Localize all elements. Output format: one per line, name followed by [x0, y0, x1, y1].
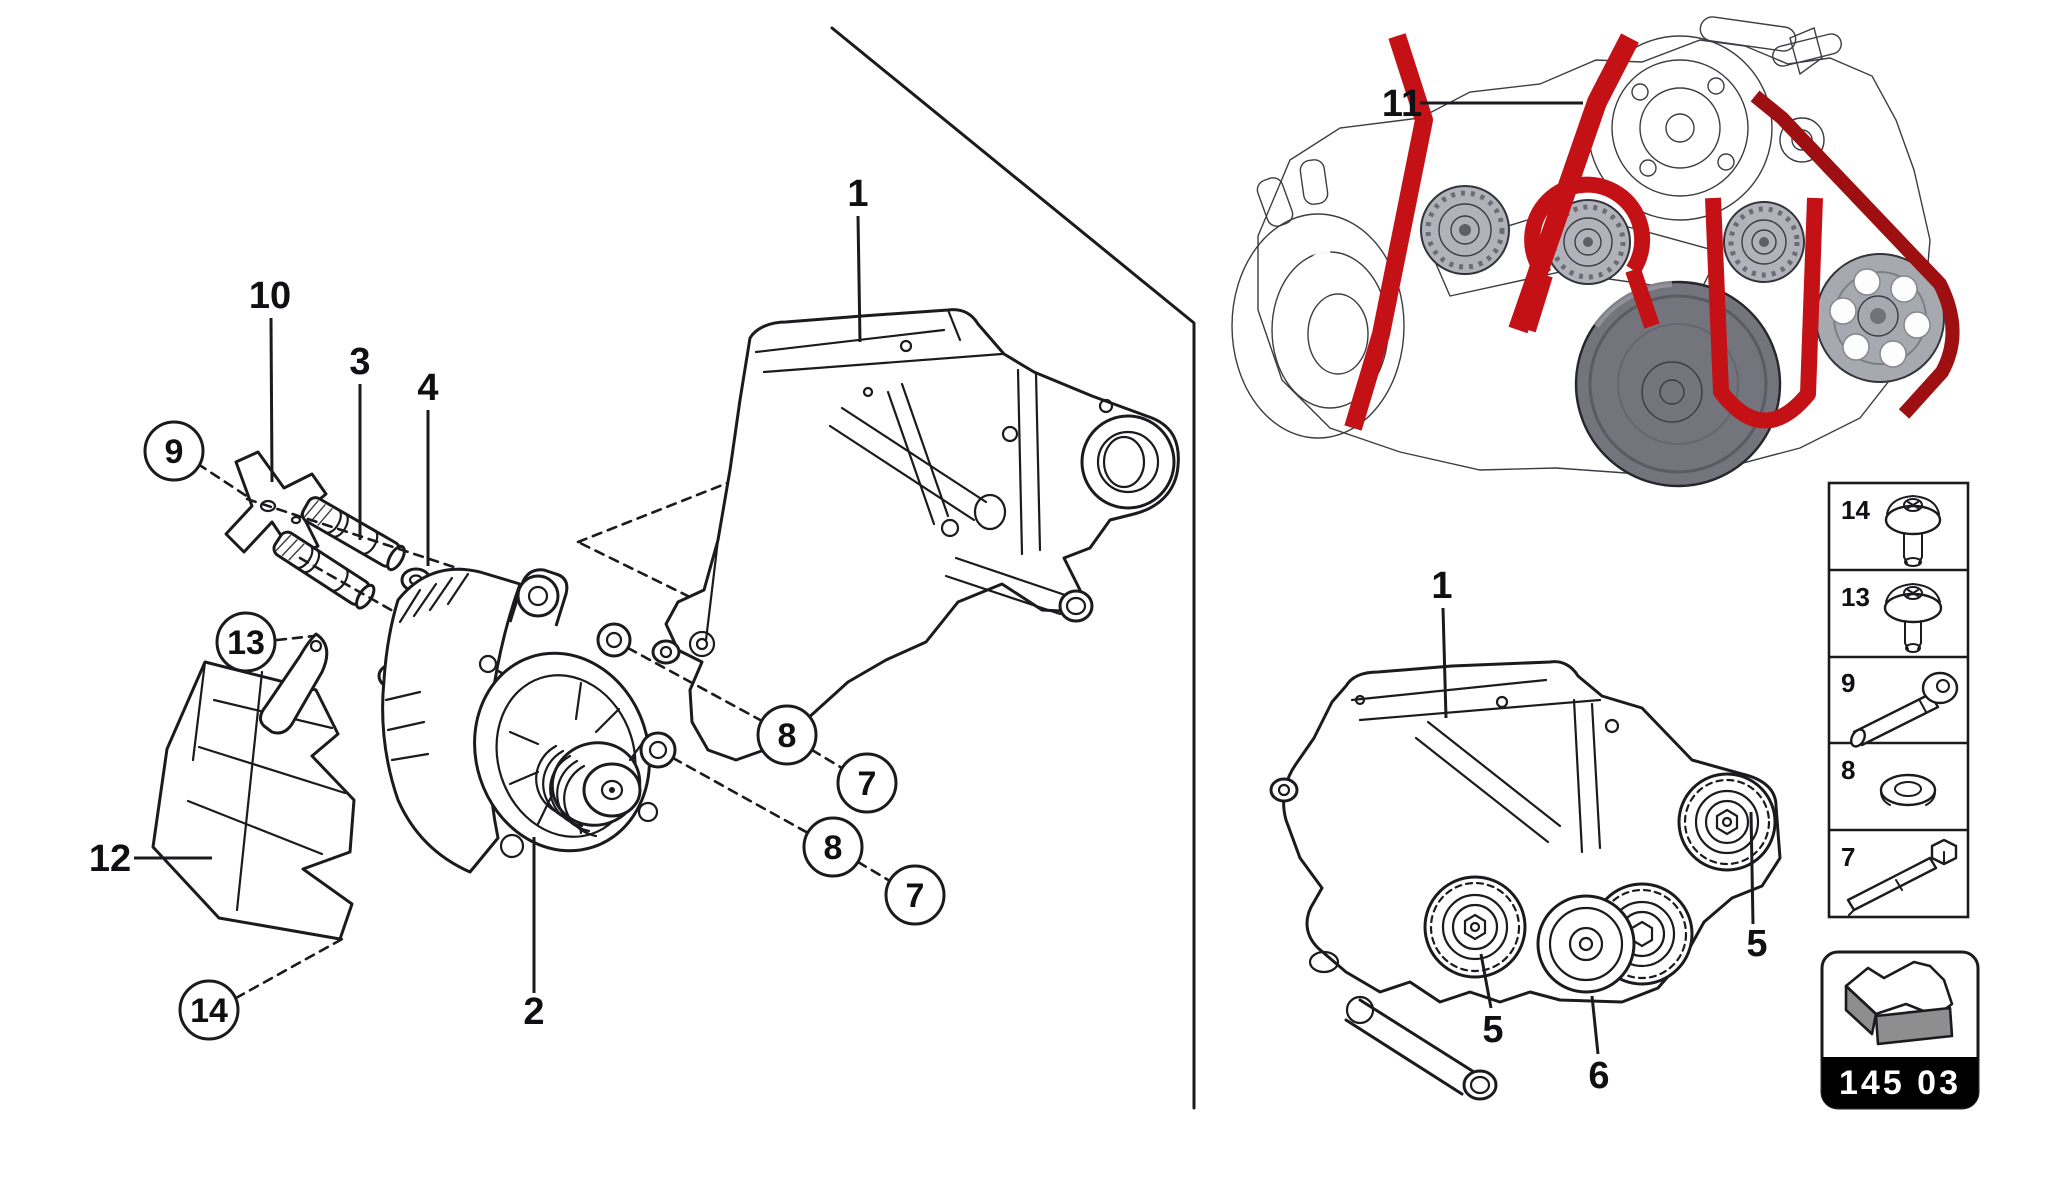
hex-bolt-icon [1846, 838, 1958, 916]
section-badge-band [1822, 1057, 1978, 1108]
callout-13-label[interactable]: 13 [227, 624, 265, 662]
legend-row-7-number[interactable]: 7 [1841, 842, 1855, 872]
callout-12-label[interactable]: 12 [89, 838, 131, 880]
legend-row-8-number[interactable]: 8 [1841, 755, 1855, 785]
callout-1-label[interactable]: 1 [847, 173, 868, 215]
callout-1-installed-label[interactable]: 1 [1431, 565, 1452, 607]
callout-2-label[interactable]: 2 [523, 991, 544, 1033]
tensioner-pulley-upper-drawing [1677, 772, 1777, 872]
heat-shield-drawing [151, 660, 356, 941]
callout-3-label[interactable]: 3 [349, 341, 370, 383]
retainer-cross-piece-drawing [224, 450, 328, 560]
bolt-axis-dashed-lines [626, 646, 892, 883]
callout-5-bottom-label[interactable]: 5 [1482, 1009, 1503, 1051]
callout-5-right-label[interactable]: 5 [1746, 923, 1767, 965]
idler-pulley [1420, 185, 1510, 275]
callout-9-label[interactable]: 9 [165, 433, 184, 471]
legend-row-14-number[interactable]: 14 [1841, 495, 1870, 525]
stud-bolt-drawing [272, 496, 406, 610]
callout-14[interactable]: 14 [178, 936, 346, 1041]
callout-14-label[interactable]: 14 [190, 992, 228, 1030]
view-separator-line [830, 26, 1196, 1110]
callout-2[interactable]: 2 [523, 837, 545, 1033]
callout-8-upper[interactable]: 8 [756, 704, 818, 766]
pump-pulley [1587, 35, 1773, 221]
section-direction-arrow-icon [1844, 960, 1954, 1046]
callout-1-installed[interactable]: 1 [1431, 565, 1453, 719]
top-hoses [1699, 16, 1842, 76]
callout-4-label[interactable]: 4 [417, 367, 438, 409]
section-badge-code[interactable]: 145 03 [1839, 1064, 1961, 1102]
small-roller [1779, 117, 1825, 163]
callout-6[interactable]: 6 [1588, 995, 1610, 1097]
callout-7-upper-label[interactable]: 7 [858, 765, 877, 803]
fastener-legend-table: 14 13 9 [1827, 481, 1970, 919]
support-bracket-drawing [651, 308, 1180, 762]
tensioner-pulley-center [1545, 199, 1631, 285]
callout-3[interactable]: 3 [349, 341, 371, 540]
callout-10-label[interactable]: 10 [249, 275, 291, 317]
socket-head-bolt-icon [1850, 671, 1959, 748]
callout-9[interactable]: 9 [143, 420, 250, 499]
flange-screw-icon [1884, 494, 1942, 567]
drive-belt [1344, 33, 1960, 431]
crankshaft-pulley [1574, 280, 1782, 488]
callout-13[interactable]: 13 [215, 611, 316, 673]
section-badge[interactable]: 145 03 [1820, 950, 1980, 1110]
exploded-view-drawing: 10 3 4 1 12 2 9 13 [89, 173, 1180, 1041]
callout-6-label[interactable]: 6 [1588, 1055, 1609, 1097]
retaining-strap-drawing [259, 632, 329, 735]
callout-4[interactable]: 4 [417, 367, 439, 566]
legend-row-7[interactable]: 7 [1841, 838, 1958, 916]
legend-row-9[interactable]: 9 [1841, 668, 1959, 749]
callout-8-lower[interactable]: 8 [802, 816, 864, 878]
legend-row-9-number[interactable]: 9 [1841, 668, 1855, 698]
tensioner-pulley-lower-drawing [1423, 875, 1527, 979]
callout-11-label[interactable]: 11 [1382, 83, 1422, 125]
deflection-roller-drawing [1536, 894, 1636, 994]
callout-8-upper-label[interactable]: 8 [778, 717, 797, 755]
legend-row-14[interactable]: 14 [1841, 494, 1942, 567]
installed-view-drawing: 1 5 5 6 [1269, 565, 1782, 1101]
callout-5-bottom[interactable]: 5 [1479, 953, 1504, 1051]
callout-11[interactable]: 11 [1382, 83, 1583, 125]
tensioner-pulley-right [1723, 201, 1805, 283]
callout-12[interactable]: 12 [89, 838, 212, 880]
callout-7-lower[interactable]: 7 [884, 864, 946, 926]
legend-row-8[interactable]: 8 [1841, 755, 1937, 807]
flange-screw-icon [1883, 582, 1943, 653]
callout-7-upper[interactable]: 7 [836, 752, 898, 814]
holed-pulley [1815, 253, 1945, 383]
callout-8-lower-label[interactable]: 8 [824, 829, 843, 867]
alternator-drawing [381, 567, 677, 874]
engine-belt-photo: 11 [1231, 16, 1960, 488]
callout-7-lower-label[interactable]: 7 [906, 877, 925, 915]
callout-10[interactable]: 10 [249, 275, 291, 483]
callout-1[interactable]: 1 [847, 173, 869, 343]
washer-icon [1879, 773, 1937, 807]
callout-5-right[interactable]: 5 [1746, 811, 1768, 965]
legend-row-13-number[interactable]: 13 [1841, 582, 1870, 612]
legend-row-13[interactable]: 13 [1841, 582, 1943, 653]
